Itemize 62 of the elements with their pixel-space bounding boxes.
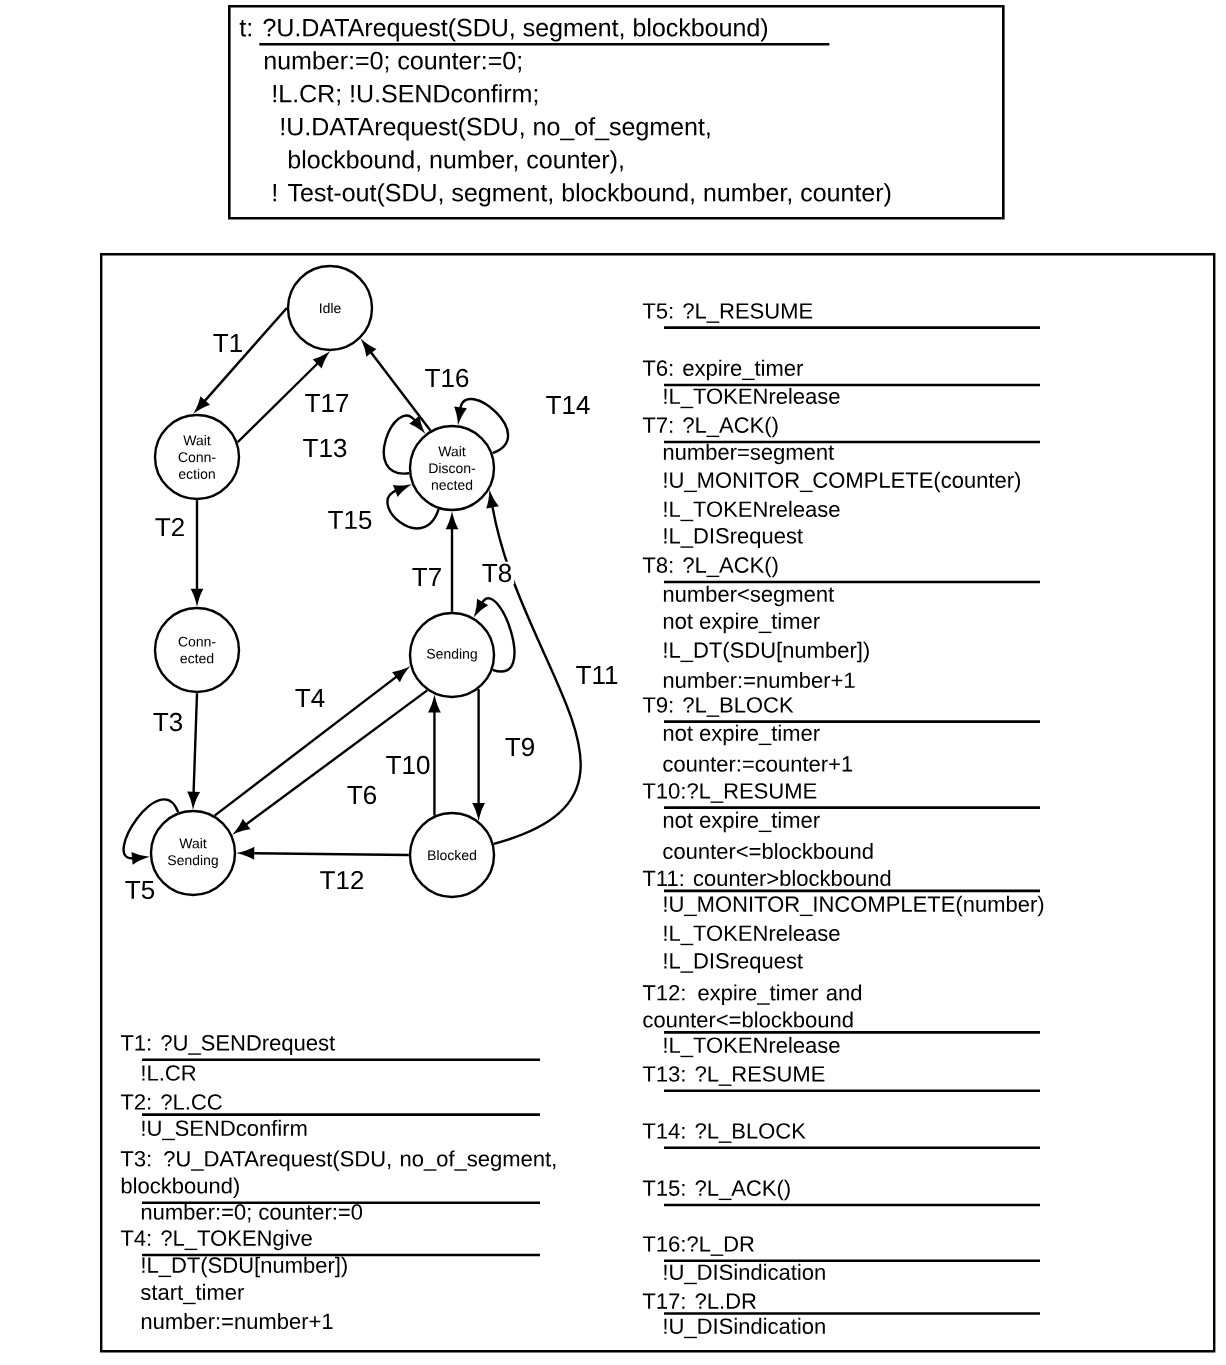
edge-label: T14	[543, 394, 593, 416]
loop-arrow	[386, 484, 440, 530]
action-text: number:=number+1	[663, 671, 855, 689]
panel-frame	[100, 253, 1216, 1353]
action-text: number:=0; counter:=0	[141, 1203, 363, 1223]
condition-text: T6: expire_timer	[642, 359, 803, 381]
action-text: !U_SENDconfirm	[142, 1119, 307, 1141]
edge-label: T13	[300, 436, 350, 460]
action-text: not expire_timer	[663, 724, 820, 746]
condition-text: T9: ?L_BLOCK	[642, 697, 794, 717]
condition-text: T12: expire_timer and counter<=blockbound	[642, 984, 862, 1028]
loop-arrow	[382, 414, 424, 475]
edge-label: T7	[409, 566, 445, 588]
action-text: !L_TOKENrelease	[664, 1036, 840, 1058]
action-text: !L_TOKENrelease	[664, 924, 840, 946]
condition-text: T17: ?L.DR	[642, 1293, 756, 1309]
action-text: number=segment	[663, 443, 835, 465]
edge-label: T16	[422, 366, 472, 390]
action-text: counter:=counter+1	[663, 756, 853, 772]
condition-text: T16:?L_DR	[642, 1236, 754, 1256]
action-text: number<segment	[663, 585, 835, 607]
transition-box: t: ?U.DATArequest(SDU, segment, blockbound) number:=0; counter:=0; !L.CR; !U.SENDconfirm; !U.DATArequest(SDU, no_of_segment, blockbound, number, counter), ! Test-out(SDU, segment, blockbound, number, counter)	[228, 5, 1005, 220]
action-text: !U_MONITOR_INCOMPLETE(number)	[664, 895, 1044, 917]
action-text: not expire_timer	[663, 811, 820, 833]
action-text: !L_TOKENrelease	[664, 387, 840, 409]
edge-label: T1	[210, 332, 246, 354]
action-text: counter<=blockbound	[663, 842, 873, 860]
action-text: !L_TOKENrelease	[664, 500, 840, 522]
action-text: !U_MONITOR_COMPLETE(counter)	[664, 471, 1021, 493]
condition-text: T10:?L_RESUME	[642, 783, 817, 803]
action-text: !L_DT(SDU[number])	[142, 1256, 347, 1278]
action-text: !U_DISindication	[664, 1317, 825, 1339]
condition-text: T8: ?L_ACK()	[642, 556, 778, 578]
action-text: !L_DISrequest	[664, 953, 803, 973]
action-text: !U_DISindication	[664, 1263, 825, 1285]
action-text: !L.CR	[142, 1065, 196, 1081]
edge-label: T3	[150, 710, 186, 734]
condition-text: T7: ?L_ACK()	[642, 416, 778, 438]
condition-text: T15: ?L_ACK()	[642, 1179, 790, 1201]
loop-arrow	[122, 798, 180, 864]
condition-text: T2: ?L.CC	[120, 1094, 222, 1110]
action-text: !L_DT(SDU[number])	[664, 641, 869, 663]
condition-text: T11: counter>blockbound	[642, 869, 891, 887]
arrow	[236, 353, 328, 444]
edge-label: T12	[317, 868, 367, 892]
condition-text: T4: ?L_TOKENgive	[120, 1229, 312, 1251]
edge-label: T11	[573, 664, 621, 686]
action-text: start_timer	[141, 1283, 244, 1305]
condition-text: T1: ?U_SENDrequest	[120, 1035, 335, 1055]
edge-label: T2	[152, 515, 188, 539]
edge-label: T15	[325, 508, 375, 532]
loop-arrow	[454, 398, 510, 455]
arrow	[362, 341, 432, 432]
condition-text: T3: ?U_DATArequest(SDU, no_of_segment, blockbound)	[120, 1150, 556, 1198]
action-text: !L_DISrequest	[664, 528, 803, 548]
condition-text: T5: ?L_RESUME	[642, 303, 813, 323]
edge-label: T17	[302, 392, 352, 414]
action-text: number:=number+1	[141, 1312, 333, 1330]
action-text: not expire_timer	[663, 612, 820, 634]
arrow	[195, 307, 288, 412]
condition-text: T13: ?L_RESUME	[642, 1066, 825, 1086]
condition-text: T14: ?L_BLOCK	[642, 1123, 806, 1143]
